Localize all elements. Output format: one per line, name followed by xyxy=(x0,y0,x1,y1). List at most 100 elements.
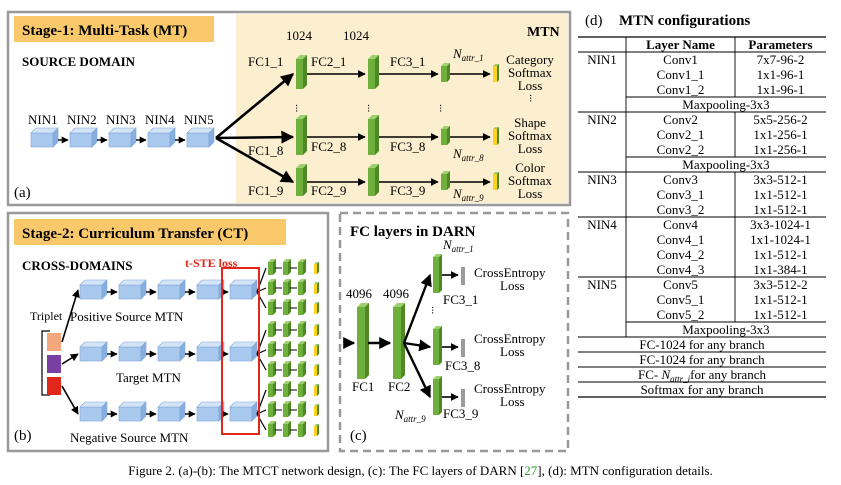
nin-label-1: NIN1 xyxy=(28,112,58,127)
ce-loss-9-line-1: CrossEntropy xyxy=(474,381,546,396)
nin-block-3 xyxy=(108,127,137,148)
param-conv4-2: 1x1-512-1 xyxy=(753,247,807,262)
fc2-label: FC2 xyxy=(388,379,410,394)
maxpool-nin5: Maxpooling-3x3 xyxy=(682,322,769,337)
layer-conv4-2: Conv4_2 xyxy=(657,247,705,262)
negative-mtn-block-1 xyxy=(79,401,108,422)
svg-text:Softmax: Softmax xyxy=(508,65,553,80)
source-domain-label: SOURCE DOMAIN xyxy=(22,54,136,69)
fc1-9-layer xyxy=(296,164,307,196)
svg-text:Loss: Loss xyxy=(518,141,543,156)
footer-softmax: Softmax for any branch xyxy=(640,382,764,397)
param-conv2: 5x5-256-2 xyxy=(753,112,807,127)
fc2-9-layer xyxy=(368,164,379,196)
n-attr-9-label: Nattr_9 xyxy=(452,186,484,203)
target-mtn-block-3 xyxy=(157,341,186,362)
negative-mtn-block-4 xyxy=(196,401,225,422)
layer-conv4-3: Conv4_3 xyxy=(657,262,705,277)
fc1-9-label: FC1_9 xyxy=(248,183,283,198)
svg-text:Color: Color xyxy=(515,160,545,175)
target-mtn-block-5 xyxy=(229,341,258,362)
positive-fc-3-2 xyxy=(283,299,291,315)
negative-mtn-block-5 xyxy=(229,401,258,422)
triplet-positive-image xyxy=(47,333,61,351)
width-label-2: 1024 xyxy=(343,28,370,43)
group-nin2: NIN2 xyxy=(587,112,617,127)
layer-conv5-2: Conv5_2 xyxy=(657,307,705,322)
triplet-negative-image xyxy=(47,377,61,395)
darn-fc3-9-layer xyxy=(433,376,442,415)
param-conv1: 7x7-96-2 xyxy=(757,52,805,67)
darn-fc3-9-output xyxy=(461,389,465,407)
triplet-images xyxy=(41,330,61,396)
param-conv3-2: 1x1-512-1 xyxy=(753,202,807,217)
layer-conv4: Conv4 xyxy=(663,217,698,232)
layer-conv2-1: Conv2_1 xyxy=(657,127,705,142)
cross-domains-label: CROSS-DOMAINS xyxy=(22,258,133,273)
negative-fc-2-3 xyxy=(298,401,306,417)
fc3-1-layer xyxy=(441,63,450,82)
darn-n-attr-1: Nattr_1 xyxy=(442,237,474,254)
positive-mtn-label: Positive Source MTN xyxy=(70,309,184,324)
darn-n-attr-9: Nattr_9 xyxy=(394,407,426,424)
mtn-branches xyxy=(61,259,319,437)
darn-fc2-layer xyxy=(393,303,405,379)
stage-1-label: Stage-1: Multi-Task (MT) xyxy=(22,23,187,39)
stage-2-badge xyxy=(14,219,286,245)
panel-c: FC layers in DARN 4096 4096 ... FC1 FC2 … xyxy=(338,211,570,453)
footer-fc-suffix: for any branch xyxy=(690,367,766,382)
positive-mtn-block-3 xyxy=(157,279,186,300)
t-ste-loss-label: t-STE loss xyxy=(185,256,238,270)
param-conv3-1: 1x1-512-1 xyxy=(753,187,807,202)
positive-fc-3-1 xyxy=(268,299,276,315)
target-fc-1-3 xyxy=(298,321,306,337)
fc1-width-label: 4096 xyxy=(346,286,373,301)
negative-mtn-block-2 xyxy=(118,401,147,422)
triplet-target-image xyxy=(47,355,61,373)
target-mtn-block-2 xyxy=(118,341,147,362)
category-loss: Category Softmax Loss xyxy=(506,52,554,93)
fc1-1-layer xyxy=(296,55,307,89)
figure-caption: Figure 2. (a)-(b): The MTCT network desi… xyxy=(0,463,841,479)
ce-loss-8-line-1: CrossEntropy xyxy=(474,331,546,346)
param-conv4-3: 1x1-384-1 xyxy=(753,262,807,277)
layer-conv5-1: Conv5_1 xyxy=(657,292,705,307)
nin-block-5 xyxy=(186,127,215,148)
group-nin3: NIN3 xyxy=(587,172,617,187)
positive-out-3 xyxy=(314,302,319,314)
nin-block-4 xyxy=(147,127,176,148)
layer-conv3: Conv3 xyxy=(663,172,698,187)
n-attr-8-label: Nattr_8 xyxy=(452,146,484,163)
negative-out-1 xyxy=(314,384,319,396)
param-conv5: 3x3-512-2 xyxy=(753,277,807,292)
positive-mtn-block-5 xyxy=(229,279,258,300)
negative-fc-3-2 xyxy=(283,421,291,437)
stage-1-badge xyxy=(14,16,214,42)
n-attr-1-label: Nattr_1 xyxy=(452,46,484,63)
output-9-layer xyxy=(493,172,499,190)
darn-fc-layers: ... xyxy=(343,254,465,415)
panel-d-tag: (d) xyxy=(585,13,603,29)
fc3-1-darn-label: FC3_1 xyxy=(443,292,478,307)
param-conv2-2: 1x1-256-1 xyxy=(753,142,807,157)
layer-conv1: Conv1 xyxy=(663,52,698,67)
caption-text-end: ], (d): MTN configuration details. xyxy=(537,463,713,478)
nin-label-2: NIN2 xyxy=(67,112,97,127)
vdots-a-3: ... xyxy=(437,104,449,113)
t-ste-box xyxy=(221,267,260,435)
target-out-2 xyxy=(314,344,319,356)
panel-b: Stage-2: Curriculum Transfer (CT) CROSS-… xyxy=(6,211,330,453)
branch-arrow-9 xyxy=(215,136,295,184)
target-fc-3-2 xyxy=(283,361,291,377)
header-layer-name: Layer Name xyxy=(646,37,715,52)
vdots-a-2: ... xyxy=(365,104,377,113)
stage-2-label: Stage-2: Curriculum Transfer (CT) xyxy=(22,226,248,242)
negative-out-2 xyxy=(314,404,319,416)
positive-fc-1-3 xyxy=(298,259,306,275)
positive-fc-1-2 xyxy=(283,259,291,275)
target-fc-3-3 xyxy=(298,361,306,377)
darn-fc3-1-output xyxy=(461,267,465,285)
darn-fc3-8-output xyxy=(461,339,465,357)
negative-fc-1-1 xyxy=(268,381,276,397)
